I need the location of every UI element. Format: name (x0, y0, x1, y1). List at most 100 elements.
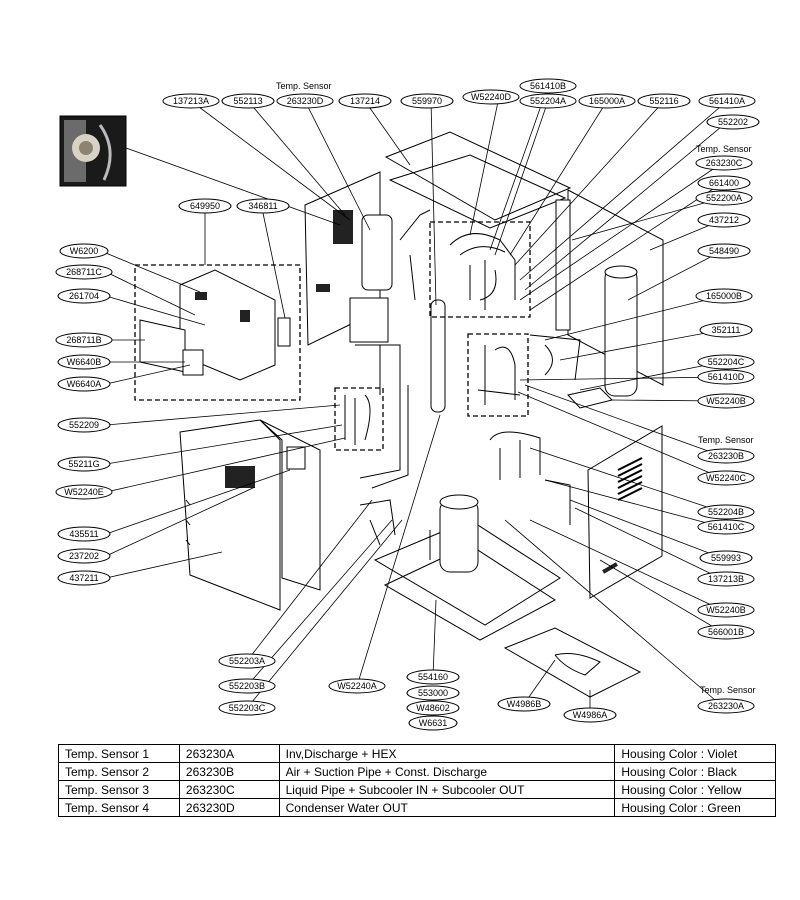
callout-437212: 437212 (697, 212, 751, 228)
sensor-location-cell: Air + Suction Pipe + Const. Discharge (278, 762, 616, 781)
callout-435511: 435511 (57, 526, 111, 542)
svg-text:346811: 346811 (248, 201, 277, 211)
svg-text:W52240E: W52240E (64, 487, 104, 497)
right-front-panel (587, 425, 663, 599)
svg-text:561410D: 561410D (708, 372, 745, 382)
sensor-code-cell: 263230A (178, 744, 280, 763)
temp-sensor-note-b: Temp. Sensor (698, 435, 754, 445)
callout-561410B: 561410B (519, 78, 577, 94)
callout-268711B: 268711B (55, 332, 113, 348)
svg-text:W4986A: W4986A (573, 710, 608, 720)
svg-text:W6640A: W6640A (67, 379, 102, 389)
sensor-location-cell: Condenser Water OUT (278, 798, 616, 817)
svg-text:W52240A: W52240A (337, 681, 377, 691)
svg-text:552113: 552113 (233, 96, 262, 106)
callout-263230D: 263230D (276, 93, 334, 109)
svg-text:552202: 552202 (718, 117, 748, 127)
svg-text:552203B: 552203B (229, 681, 265, 691)
callout-552202: 552202 (706, 114, 760, 130)
callout-W52240B-upper: W52240B (697, 393, 755, 409)
table-row: Temp. Sensor 3 263230C Liquid Pipe + Sub… (58, 780, 776, 799)
callout-261704: 261704 (57, 288, 111, 304)
svg-text:661400: 661400 (709, 178, 739, 188)
table-row: Temp. Sensor 1 263230A Inv,Discharge + H… (58, 744, 776, 763)
svg-text:552200A: 552200A (706, 193, 742, 203)
control-box-group (134, 264, 301, 401)
table-row: Temp. Sensor 2 263230B Air + Suction Pip… (58, 762, 776, 781)
piping-group-3 (334, 387, 384, 451)
callout-553000: 553000 (406, 685, 460, 701)
svg-text:566001B: 566001B (708, 627, 744, 637)
svg-text:559970: 559970 (412, 96, 442, 106)
svg-text:552204A: 552204A (530, 96, 566, 106)
callout-268711C: 268711C (55, 264, 113, 280)
svg-text:552204B: 552204B (708, 507, 744, 517)
svg-text:263230C: 263230C (706, 158, 743, 168)
callout-559993: 559993 (699, 550, 753, 566)
callout-559970: 559970 (400, 93, 454, 109)
svg-text:263230D: 263230D (287, 96, 324, 106)
svg-text:553000: 553000 (418, 688, 448, 698)
sensor-name-cell: Temp. Sensor 1 (58, 744, 180, 763)
sensor-color-cell: Housing Color : Yellow (614, 780, 776, 799)
svg-text:165000B: 165000B (706, 291, 742, 301)
svg-text:W6631: W6631 (419, 718, 448, 728)
callout-165000A: 165000A (578, 93, 636, 109)
svg-text:137213A: 137213A (173, 96, 209, 106)
table-row: Temp. Sensor 4 263230D Condenser Water O… (58, 798, 776, 817)
svg-text:W6200: W6200 (70, 246, 99, 256)
callout-552203A: 552203A (218, 653, 276, 669)
callout-661400: 661400 (697, 175, 751, 191)
sensor-color-cell: Housing Color : Black (614, 762, 776, 781)
sensor-name-cell: Temp. Sensor 4 (58, 798, 180, 817)
svg-text:561410B: 561410B (530, 81, 566, 91)
callout-237202: 237202 (57, 548, 111, 564)
temp-sensor-notes: Temp. Sensor Temp. Sensor Temp. Sensor T… (276, 81, 756, 695)
svg-text:W52240B: W52240B (706, 605, 746, 615)
callout-W52240A: W52240A (328, 678, 386, 694)
svg-text:561410C: 561410C (708, 522, 745, 532)
control-board (139, 319, 186, 373)
svg-text:437212: 437212 (709, 215, 739, 225)
svg-text:55211G: 55211G (68, 459, 99, 469)
callout-55211G: 55211G (57, 456, 111, 472)
sensor-color-cell: Housing Color : Violet (614, 744, 776, 763)
svg-text:137214: 137214 (350, 96, 380, 106)
accumulator (604, 267, 638, 397)
callout-W52240D: W52240D (462, 89, 520, 105)
callout-W4986B: W4986B (497, 696, 551, 712)
svg-text:552209: 552209 (69, 420, 99, 430)
svg-text:559993: 559993 (711, 553, 741, 563)
callout-W6640A: W6640A (57, 376, 111, 392)
callout-W4986A: W4986A (563, 707, 617, 723)
callout-561410A: 561410A (698, 93, 756, 109)
sensor-photo-inset (59, 115, 127, 187)
svg-text:552204C: 552204C (708, 357, 745, 367)
callout-561410D: 561410D (697, 369, 755, 385)
svg-text:268711B: 268711B (66, 335, 101, 345)
leader-lines (100, 85, 728, 715)
callout-554160: 554160 (406, 669, 460, 685)
callout-346811: 346811 (236, 198, 290, 214)
callout-437211: 437211 (57, 570, 111, 586)
callout-263230A: 263230A (697, 698, 755, 714)
sensor-location-cell: Liquid Pipe + Subcooler IN + Subcooler O… (278, 780, 616, 799)
svg-text:165000A: 165000A (589, 96, 625, 106)
temp-sensor-note-d: Temp. Sensor (276, 81, 332, 91)
sensor-name-cell: Temp. Sensor 2 (58, 762, 180, 781)
sensor-code-cell: 263230B (178, 762, 280, 781)
svg-text:552203A: 552203A (229, 656, 265, 666)
svg-text:552203C: 552203C (229, 703, 266, 713)
svg-text:237202: 237202 (69, 551, 99, 561)
callout-548490: 548490 (697, 243, 751, 259)
callout-649950: 649950 (178, 198, 232, 214)
sensor-code-cell: 263230D (178, 798, 280, 817)
svg-text:W52240C: W52240C (706, 473, 747, 483)
callout-137214: 137214 (338, 93, 392, 109)
svg-text:554160: 554160 (418, 672, 448, 682)
callout-W48602: W48602 (406, 700, 460, 716)
callout-552203B: 552203B (218, 678, 276, 694)
callout-W6200: W6200 (59, 243, 109, 259)
svg-text:W52240D: W52240D (471, 92, 512, 102)
